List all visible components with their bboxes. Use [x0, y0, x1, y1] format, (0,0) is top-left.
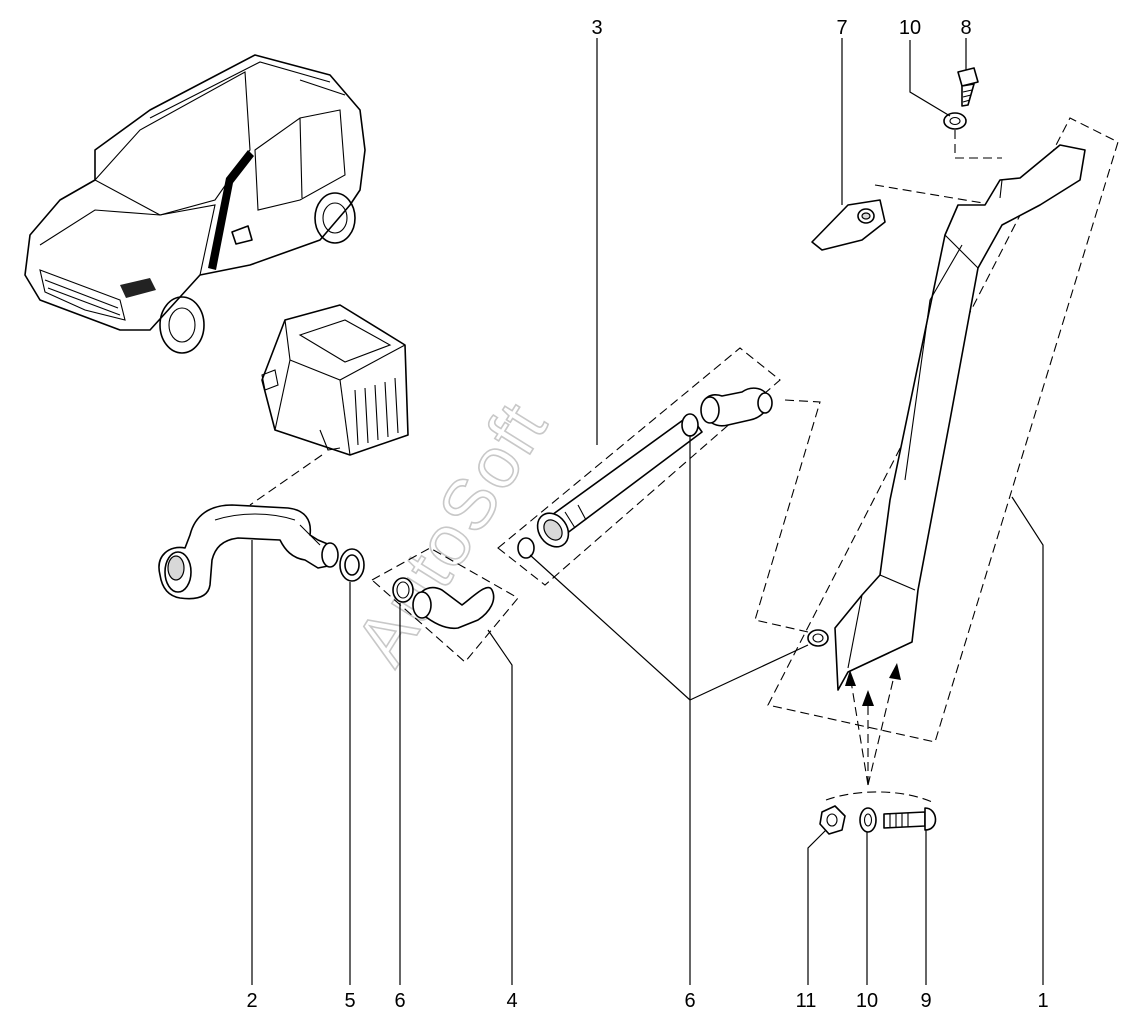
callout-7: 7 [836, 17, 847, 39]
callout-4: 4 [506, 990, 517, 1012]
callout-5: 5 [344, 990, 355, 1012]
callout-8: 8 [960, 17, 971, 39]
part-4-elbow-hose [392, 577, 495, 630]
part-3-group-box [497, 347, 781, 586]
part-8-bolt-top [957, 67, 979, 107]
part-4-group-box [371, 547, 519, 663]
top-callouts: 3 7 10 8 [591, 17, 971, 39]
mounting-arrows [845, 663, 901, 786]
part-7-bracket [811, 199, 886, 251]
part-5-clamp-ring [339, 548, 365, 582]
callout-11: 11 [796, 990, 817, 1012]
callout-10-bottom: 10 [856, 990, 878, 1012]
callout-6-left: 6 [394, 990, 405, 1012]
part-11-nut [819, 805, 846, 835]
part-1-snorkel [807, 144, 1086, 691]
filter-to-hose-link [249, 454, 323, 506]
leader-lines [251, 38, 1044, 985]
callout-3: 3 [591, 17, 602, 39]
callout-2: 2 [246, 990, 257, 1012]
callout-10-top: 10 [899, 17, 921, 39]
part-10-washer-top [943, 112, 967, 130]
callout-6-right: 6 [684, 990, 695, 1012]
air-filter-housing [261, 304, 409, 456]
fastener-set-arc [825, 791, 933, 803]
bottom-callouts: 2 5 6 4 6 11 10 9 1 [246, 990, 1048, 1012]
part-9-bolt-bottom [883, 807, 937, 831]
callout-1: 1 [1037, 990, 1048, 1012]
callout-9: 9 [920, 990, 931, 1012]
part-10-washer-bottom [859, 807, 877, 833]
part-3-straight-pipe [517, 387, 773, 559]
part-2-intake-hose [158, 504, 339, 600]
vehicle-illustration [24, 54, 366, 354]
